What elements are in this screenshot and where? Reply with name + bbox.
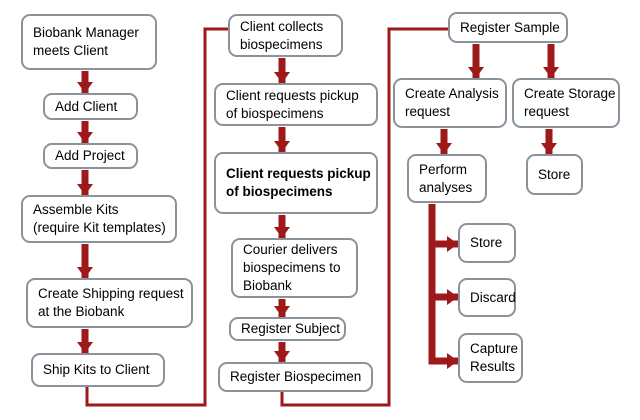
connector-ship-kits-to-client-collects <box>85 27 228 407</box>
node-ship-kits-to-client: Ship Kits to Client <box>31 353 165 387</box>
node-client-requests-pickup: Client requests pickup of biospecimens <box>214 83 378 126</box>
node-register-sample: Register Sample <box>448 12 568 43</box>
node-store-after-storage-request: Store <box>526 154 583 195</box>
node-add-client: Add Client <box>43 93 138 120</box>
node-discard: Discard <box>458 278 516 317</box>
node-biobank-manager-meets-client: Biobank Manager meets Client <box>21 14 157 70</box>
node-client-collects-biospecimens: Client collects biospecimens <box>228 14 343 57</box>
connector-register-biospecimen-to-register-sample <box>280 27 448 407</box>
node-create-analysis-request: Create Analysis request <box>393 78 507 128</box>
node-create-storage-request: Create Storage request <box>512 78 620 128</box>
node-create-shipping-request: Create Shipping request at the Biobank <box>26 278 193 328</box>
node-client-requests-pickup-confirm: Client requests pickup of biospecimens <box>214 152 378 214</box>
node-assemble-kits: Assemble Kits (require Kit templates) <box>21 195 177 243</box>
node-courier-delivers-biospecimens: Courier delivers biospecimens to Biobank <box>231 238 358 298</box>
node-add-project: Add Project <box>43 143 138 169</box>
node-store-after-analyses: Store <box>458 223 516 263</box>
node-register-biospecimen: Register Biospecimen <box>218 362 373 392</box>
node-capture-results: Capture Results <box>458 333 523 383</box>
node-perform-analyses: Perform analyses <box>407 154 487 203</box>
node-register-subject: Register Subject <box>229 317 346 341</box>
